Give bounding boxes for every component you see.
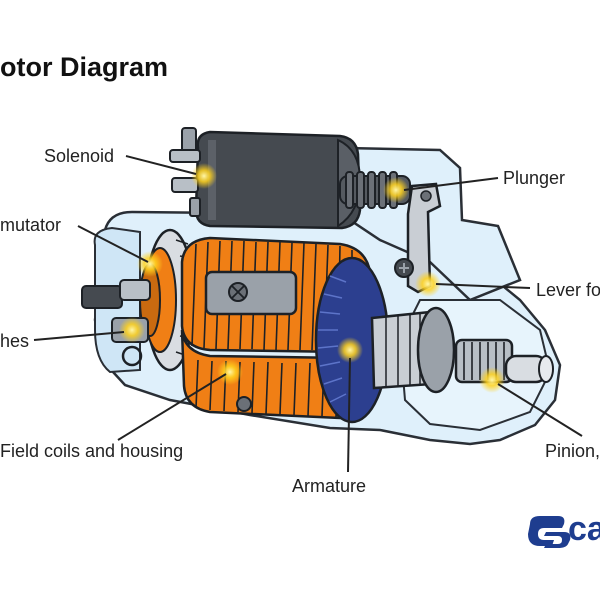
leader-brushes — [33, 331, 125, 341]
diagram-title: otor Diagram — [0, 52, 169, 82]
leader-lever — [435, 283, 531, 289]
label-solenoid: Solenoid — [44, 146, 115, 166]
logo-icon — [528, 516, 571, 548]
leader-lines — [33, 155, 583, 473]
brand-logo-text: ca — [568, 510, 600, 548]
leader-armature — [347, 357, 351, 473]
leader-plunger — [403, 177, 499, 191]
leader-pinion — [497, 383, 583, 437]
leader-solenoid — [125, 155, 197, 175]
label-commutator: mutator — [0, 215, 62, 235]
label-pinion: Pinion, — [545, 441, 600, 461]
label-plunger: Plunger — [503, 168, 566, 188]
leader-commutator — [77, 225, 149, 263]
label-lever-fork: Lever fo — [536, 280, 600, 300]
lever-fork-component — [394, 182, 442, 294]
label-brushes: hes — [0, 331, 30, 351]
pinion-component — [416, 306, 554, 394]
highlight-markers — [119, 163, 505, 393]
label-armature: Armature — [292, 476, 367, 496]
label-field-coils: Field coils and housing — [0, 441, 184, 461]
leader-field-coils — [117, 373, 227, 441]
